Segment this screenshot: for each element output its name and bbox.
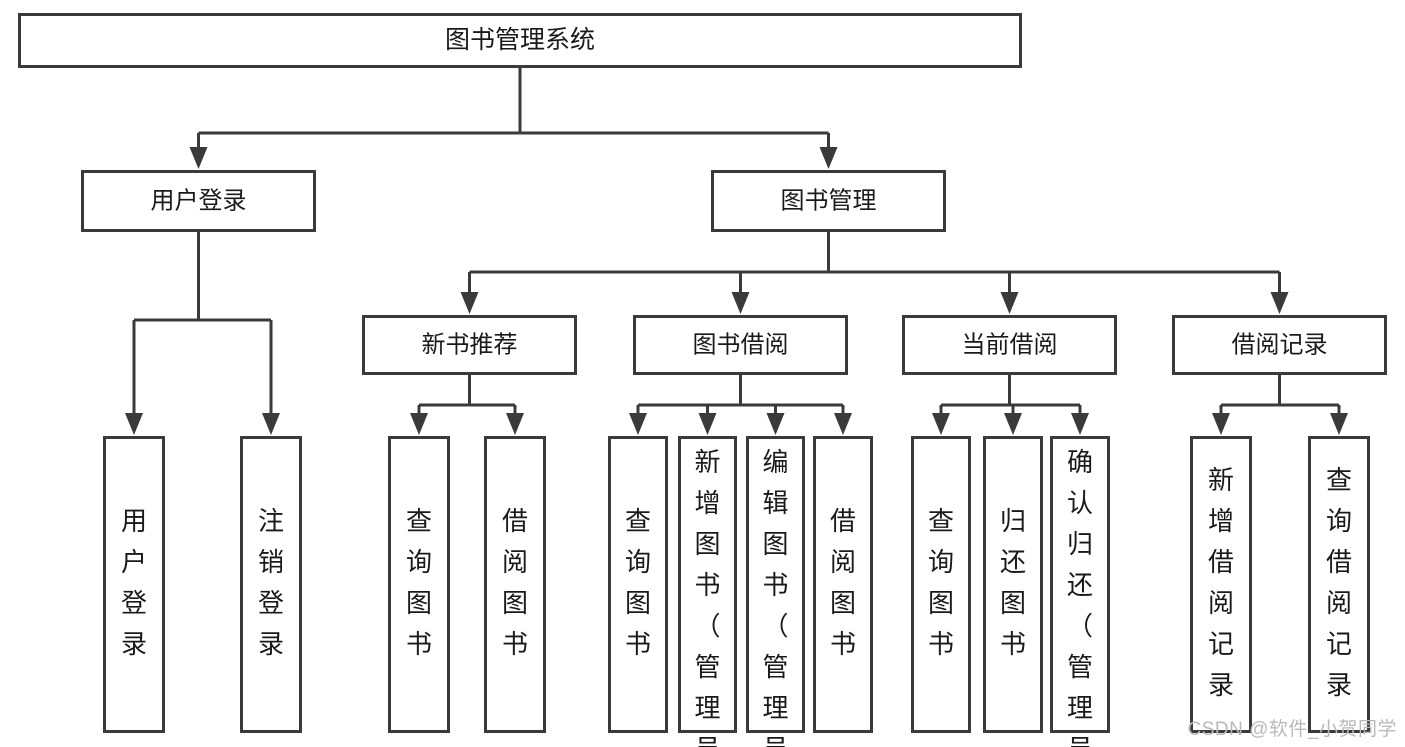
arrow-head-6-1 bbox=[1330, 413, 1348, 435]
arrow-head-5-2 bbox=[1071, 413, 1089, 435]
node-layer: 图书管理系统用户登录图书管理新书推荐图书借阅当前借阅借阅记录用户登录注销登录查询… bbox=[18, 13, 1387, 747]
leaf-node-label: 确认归还（管理员） bbox=[1067, 447, 1093, 747]
level3-node-box[interactable] bbox=[633, 315, 848, 375]
level2-node-label: 用户登录 bbox=[151, 187, 247, 214]
arrow-head-2-0 bbox=[125, 413, 143, 435]
level2-node-1[interactable]: 用户登录 bbox=[81, 170, 316, 232]
leaf-node-10[interactable]: 归还图书 bbox=[983, 436, 1043, 733]
leaf-node-label: 归还图书 bbox=[1000, 506, 1026, 659]
root-node-box[interactable] bbox=[18, 13, 1022, 68]
arrow-head-2-1 bbox=[262, 413, 280, 435]
leaf-node-4[interactable]: 借阅图书 bbox=[484, 436, 546, 733]
arrow-head-5-1 bbox=[1004, 413, 1022, 435]
level3-node-3[interactable]: 当前借阅 bbox=[902, 315, 1117, 375]
arrow-head-1-0 bbox=[460, 292, 479, 314]
leaf-node-box[interactable] bbox=[484, 436, 546, 733]
leaf-node-label: 注销登录 bbox=[258, 506, 284, 659]
leaf-node-box[interactable] bbox=[240, 436, 302, 733]
arrow-head-4-0 bbox=[629, 413, 647, 435]
leaf-node-7[interactable]: 编辑图书（管理员） bbox=[746, 436, 805, 747]
leaf-node-9[interactable]: 查询图书 bbox=[911, 436, 971, 733]
leaf-node-box[interactable] bbox=[678, 436, 737, 733]
leaf-node-label: 新增图书（管理员） bbox=[694, 447, 720, 747]
arrow-head-3-1 bbox=[506, 413, 524, 435]
arrow-head-4-1 bbox=[698, 413, 717, 435]
level2-node-box[interactable] bbox=[81, 170, 316, 232]
leaf-node-box[interactable] bbox=[1190, 436, 1252, 733]
leaf-node-2[interactable]: 注销登录 bbox=[240, 436, 302, 733]
leaf-node-box[interactable] bbox=[1308, 436, 1370, 733]
level3-node-1[interactable]: 新书推荐 bbox=[362, 315, 577, 375]
connector-layer bbox=[125, 68, 1348, 435]
level3-node-label: 当前借阅 bbox=[962, 331, 1058, 358]
leaf-node-8[interactable]: 借阅图书 bbox=[813, 436, 873, 733]
arrow-head-0-1 bbox=[819, 147, 838, 169]
arrow-head-1-3 bbox=[1270, 292, 1289, 314]
leaf-node-label: 查询图书 bbox=[406, 506, 432, 659]
level3-node-2[interactable]: 图书借阅 bbox=[633, 315, 848, 375]
leaf-node-label: 用户登录 bbox=[121, 506, 147, 659]
leaf-node-13[interactable]: 查询借阅记录 bbox=[1308, 436, 1370, 733]
arrow-head-4-2 bbox=[766, 413, 785, 435]
arrow-head-0-0 bbox=[189, 147, 208, 169]
level3-node-box[interactable] bbox=[902, 315, 1117, 375]
arrow-head-3-0 bbox=[410, 413, 428, 435]
level3-node-box[interactable] bbox=[362, 315, 577, 375]
leaf-node-label: 借阅图书 bbox=[830, 506, 856, 659]
level3-node-box[interactable] bbox=[1172, 315, 1387, 375]
leaf-node-label: 查询图书 bbox=[625, 506, 651, 659]
level2-node-label: 图书管理 bbox=[781, 187, 877, 214]
arrow-head-6-0 bbox=[1212, 413, 1230, 435]
leaf-node-1[interactable]: 用户登录 bbox=[103, 436, 165, 733]
leaf-node-11[interactable]: 确认归还（管理员） bbox=[1050, 436, 1110, 747]
arrow-head-5-0 bbox=[932, 413, 950, 435]
leaf-node-box[interactable] bbox=[608, 436, 668, 733]
root-node-1[interactable]: 图书管理系统 bbox=[18, 13, 1022, 68]
arrow-head-1-1 bbox=[731, 292, 750, 314]
leaf-node-box[interactable] bbox=[746, 436, 805, 733]
level2-node-box[interactable] bbox=[711, 170, 946, 232]
level3-node-4[interactable]: 借阅记录 bbox=[1172, 315, 1387, 375]
leaf-node-box[interactable] bbox=[103, 436, 165, 733]
leaf-node-label: 新增借阅记录 bbox=[1208, 465, 1234, 700]
leaf-node-box[interactable] bbox=[813, 436, 873, 733]
level3-node-label: 新书推荐 bbox=[422, 331, 518, 358]
leaf-node-box[interactable] bbox=[911, 436, 971, 733]
leaf-node-12[interactable]: 新增借阅记录 bbox=[1190, 436, 1252, 733]
leaf-node-label: 编辑图书（管理员） bbox=[762, 447, 788, 747]
leaf-node-6[interactable]: 新增图书（管理员） bbox=[678, 436, 737, 747]
leaf-node-box[interactable] bbox=[388, 436, 450, 733]
leaf-node-label: 查询图书 bbox=[928, 506, 954, 659]
level3-node-label: 借阅记录 bbox=[1232, 331, 1328, 358]
leaf-node-label: 查询借阅记录 bbox=[1326, 465, 1352, 700]
level2-node-2[interactable]: 图书管理 bbox=[711, 170, 946, 232]
arrow-head-4-3 bbox=[834, 413, 852, 435]
level3-node-label: 图书借阅 bbox=[693, 331, 789, 358]
leaf-node-box[interactable] bbox=[1050, 436, 1110, 733]
leaf-node-3[interactable]: 查询图书 bbox=[388, 436, 450, 733]
arrow-head-1-2 bbox=[1000, 292, 1019, 314]
leaf-node-5[interactable]: 查询图书 bbox=[608, 436, 668, 733]
root-node-label: 图书管理系统 bbox=[445, 26, 595, 54]
leaf-node-box[interactable] bbox=[983, 436, 1043, 733]
leaf-node-label: 借阅图书 bbox=[502, 506, 528, 659]
